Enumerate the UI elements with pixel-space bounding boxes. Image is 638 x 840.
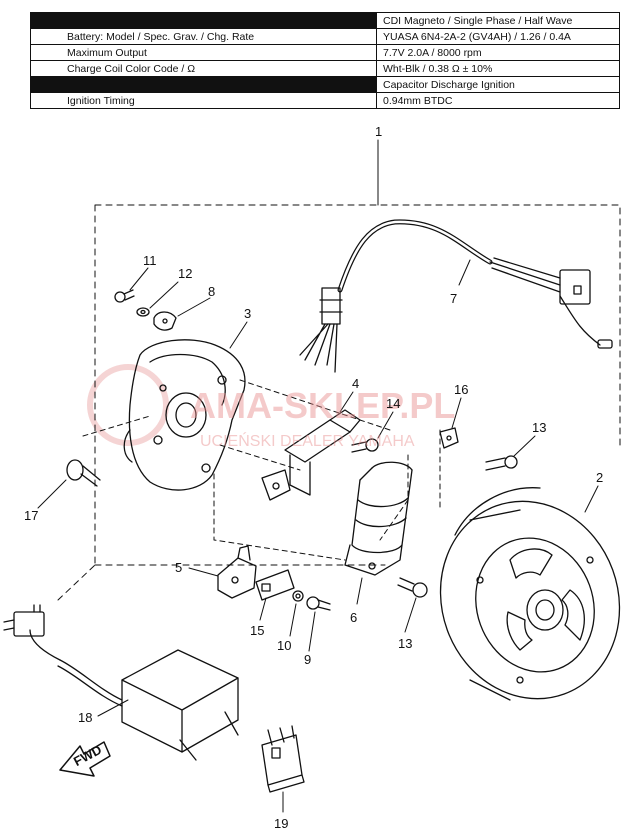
watermark-logo: [87, 364, 169, 446]
leader-2: [584, 485, 599, 513]
callout-10: 10: [277, 638, 291, 653]
leader-8: [177, 297, 211, 317]
leader-9: [308, 611, 316, 652]
callout-3: 3: [244, 306, 251, 321]
charge-coil: [344, 461, 413, 576]
spec-table: CDI Magneto / Single Phase / Half Wave B…: [30, 12, 620, 109]
callout-18: 18: [78, 710, 92, 725]
callout-2: 2: [596, 470, 603, 485]
callout-8: 8: [208, 284, 215, 299]
rectifier: [261, 725, 305, 793]
flywheel-rotor: [439, 487, 621, 701]
callout-13a: 13: [532, 420, 546, 435]
spec-value: 0.94mm BTDC: [376, 92, 620, 109]
screw-13-lower: [397, 577, 428, 598]
leader-11: [129, 267, 149, 291]
leader-15: [259, 597, 267, 621]
fwd-arrow-icon: [59, 741, 111, 777]
leader-18: [97, 699, 129, 717]
assembly-frame: [57, 204, 621, 601]
spec-value: Capacitor Discharge Ignition: [376, 76, 620, 93]
callout-15: 15: [250, 623, 264, 638]
leader-16: [451, 397, 462, 429]
bracket-15: [255, 569, 295, 601]
washer-12: [136, 307, 150, 317]
leader-10: [289, 603, 297, 637]
spec-row: Ignition Timing 0.94mm BTDC: [30, 92, 620, 109]
callout-9: 9: [304, 652, 311, 667]
clamp-16: [439, 427, 459, 449]
callout-14: 14: [386, 396, 400, 411]
pulser-coil: [261, 409, 361, 501]
screw-14: [351, 438, 379, 453]
leader-13-lower: [404, 597, 417, 633]
leader-14: [377, 411, 394, 439]
callout-1: 1: [375, 124, 382, 139]
callout-17: 17: [24, 508, 38, 523]
leader-17: [37, 479, 67, 509]
spec-label: [30, 76, 377, 93]
watermark-subtext: UCIEŃSKI DEALER YAMAHA: [200, 431, 415, 450]
leader-13-upper: [513, 435, 536, 457]
callout-6: 6: [350, 610, 357, 625]
leader-7: [458, 259, 471, 286]
screw-11: [114, 289, 135, 303]
callout-4: 4: [352, 376, 359, 391]
callout-11: 11: [143, 253, 157, 268]
leader-6: [356, 577, 363, 605]
washer-10: [292, 590, 304, 602]
clamp-8: [153, 311, 177, 331]
watermark-text: AMA-SKLEP.PL: [190, 385, 455, 426]
fwd-label: FWD: [71, 742, 104, 769]
leader-5: [188, 567, 219, 577]
callout-5: 5: [175, 560, 182, 575]
leader-4: [339, 391, 354, 413]
spec-label: [30, 12, 377, 29]
stator-plate: [123, 339, 246, 491]
wire-harness: [299, 219, 613, 373]
callout-16: 16: [454, 382, 468, 397]
callout-13b: 13: [398, 636, 412, 651]
screw-17: [66, 459, 101, 487]
leader-12: [149, 281, 179, 309]
spec-row: Capacitor Discharge Ignition: [30, 76, 620, 93]
alignment-lines: [82, 379, 441, 561]
callout-19: 19: [274, 816, 288, 831]
spec-row: Maximum Output 7.7V 2.0A / 8000 rpm: [30, 44, 620, 61]
spec-label: Ignition Timing: [30, 92, 377, 109]
spec-label: Maximum Output: [30, 44, 377, 61]
leader-3: [229, 321, 248, 349]
callout-12: 12: [178, 266, 192, 281]
callout-7: 7: [450, 291, 457, 306]
screw-9: [306, 596, 331, 611]
screw-13-upper: [485, 455, 518, 471]
sensor-5: [217, 545, 257, 599]
cdi-unit: [3, 604, 239, 761]
